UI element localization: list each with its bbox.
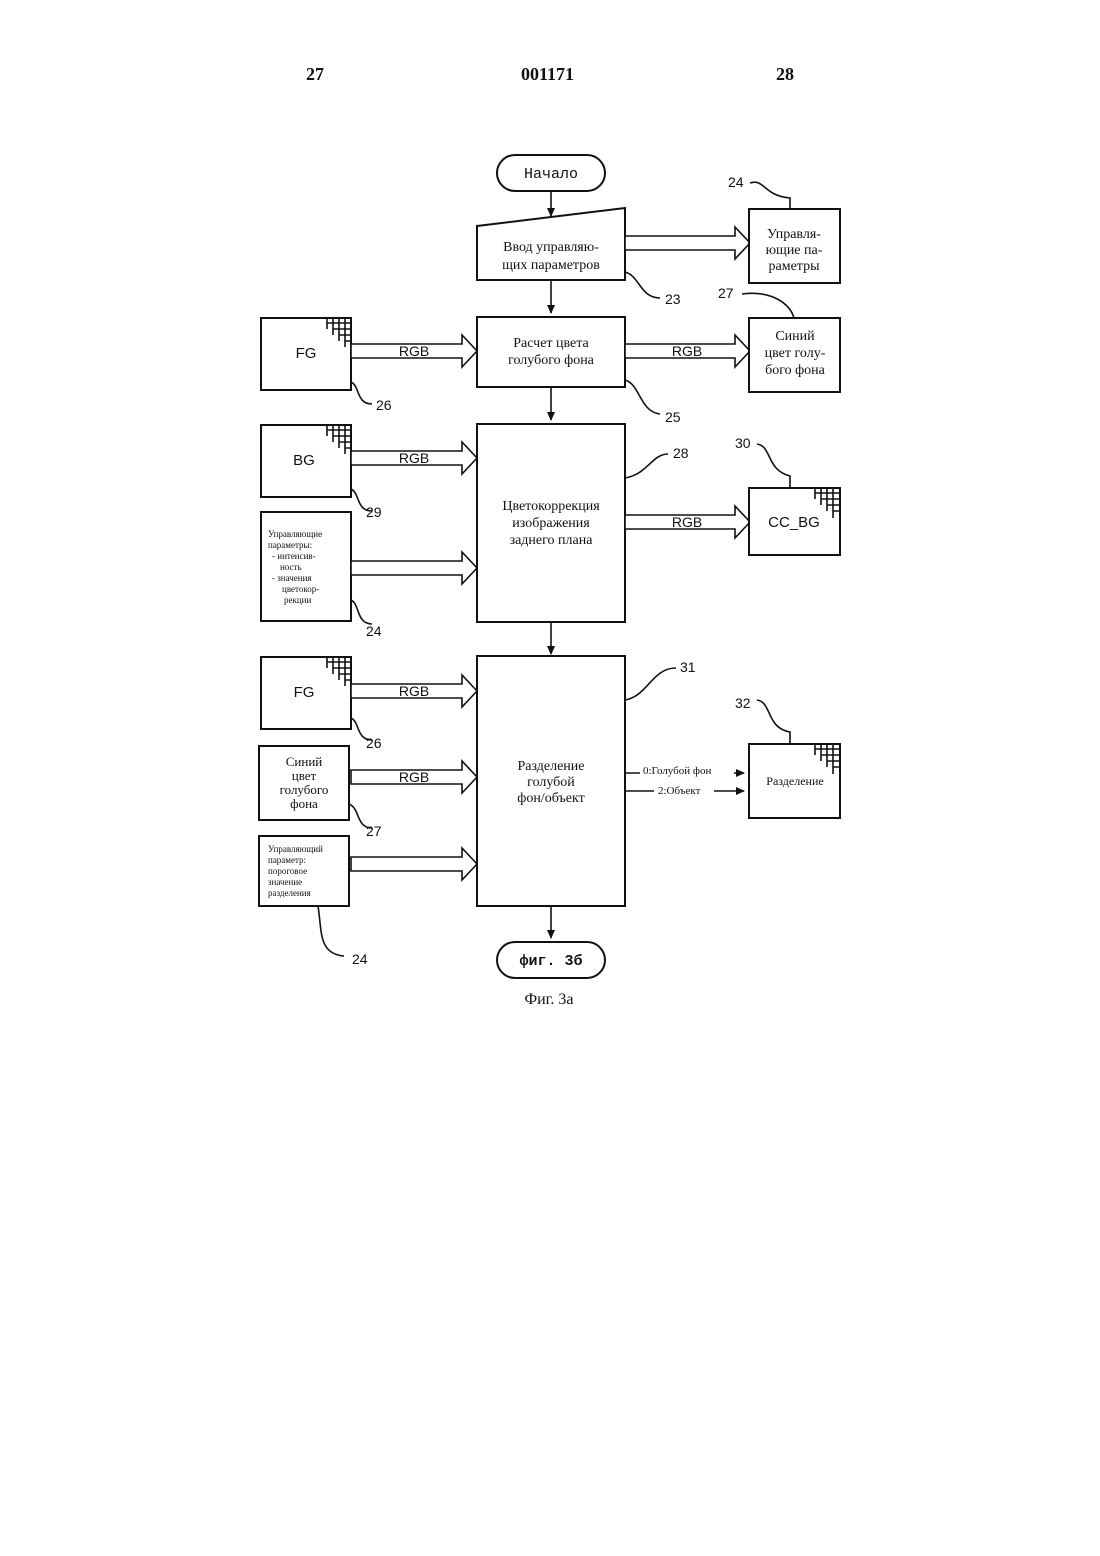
blue-in-line-3: голубого [280, 782, 329, 797]
calc-block-line-1: Расчет цвета [513, 336, 589, 351]
data-flow-arrow [625, 227, 750, 259]
ref-23: 23 [665, 291, 681, 307]
sep-block-line-2: голубой [527, 775, 575, 790]
control-out-line-3: раметры [769, 259, 821, 274]
fg-label-1: FG [296, 345, 317, 362]
ref-24-cc: 24 [366, 623, 382, 639]
bg-image-store: BG [261, 425, 351, 497]
blue-out-line-3: бого фона [765, 363, 826, 378]
cc-bg-label: CC_BG [768, 514, 820, 531]
callout-24 [351, 600, 372, 624]
callout-31 [625, 668, 676, 700]
color-correction-params-store: Управляющие параметры: - интенсив- ность… [261, 512, 351, 621]
data-flow-arrow [351, 848, 477, 880]
end-label: фиг. 3б [519, 953, 582, 970]
cc-params-line-5: - значения [272, 573, 312, 583]
color-correction-block: Цветокоррекция изображения заднего плана [477, 424, 625, 622]
rgb-label: RGB [672, 514, 702, 530]
control-parameters-output: Управля- ющие па- раметры [749, 209, 840, 283]
separation-label: Разделение [766, 774, 823, 788]
cc-block-line-2: изображения [512, 516, 590, 531]
bg-label: BG [293, 452, 315, 469]
start-terminal: Начало [497, 155, 605, 191]
ref-26-b: 26 [366, 735, 382, 751]
start-label: Начало [524, 166, 578, 183]
cc-params-line-4: ность [280, 562, 302, 572]
ref-26-a: 26 [376, 397, 392, 413]
separation-params-store: Управляющий параметр: пороговое значение… [259, 836, 349, 906]
blue-in-line-2: цвет [292, 768, 317, 783]
blue-in-line-4: фона [290, 796, 318, 811]
blue-out-line-1: Синий [775, 329, 815, 344]
cc-params-line-7: рекции [284, 595, 312, 605]
control-out-line-1: Управля- [767, 227, 821, 242]
callout-26 [351, 382, 372, 404]
ref-32: 32 [735, 695, 751, 711]
control-out-line-2: ющие па- [766, 243, 823, 258]
input-block-line-1: Ввод управляю- [503, 240, 599, 255]
rgb-label: RGB [399, 769, 429, 785]
ref-29: 29 [366, 504, 382, 520]
figure-caption: Фиг. 3а [524, 991, 573, 1008]
cc-params-line-2: параметры: [268, 540, 312, 550]
rgb-label: RGB [399, 343, 429, 359]
input-block-line-2: щих параметров [502, 258, 600, 273]
sep-params-line-5: разделения [268, 888, 311, 898]
separation-block: Разделение голубой фон/объект [477, 656, 625, 906]
ref-24-top: 24 [728, 174, 744, 190]
cc-bg-image-store: CC_BG [749, 488, 840, 555]
sep-params-line-2: параметр: [268, 855, 306, 865]
end-terminal: фиг. 3б [497, 942, 605, 978]
blue-in-line-1: Синий [286, 754, 323, 769]
ref-30: 30 [735, 435, 751, 451]
cc-params-line-1: Управляющие [268, 529, 322, 539]
rgb-label: RGB [672, 343, 702, 359]
callout-23 [625, 272, 660, 298]
fg-image-store-1: FG [261, 318, 351, 390]
ref-25: 25 [665, 409, 681, 425]
callout-24-top [750, 182, 790, 209]
fg-label-2: FG [294, 684, 315, 701]
data-flow-arrow [351, 552, 477, 584]
callout-24 [318, 906, 344, 956]
callout-28 [625, 454, 668, 478]
ref-24-sep: 24 [352, 951, 368, 967]
sep-params-line-1: Управляющий [268, 844, 323, 854]
callout-25 [625, 380, 660, 414]
sep-params-line-4: значение [268, 877, 302, 887]
sep-params-line-3: пороговое [268, 866, 307, 876]
rgb-label: RGB [399, 450, 429, 466]
ref-28: 28 [673, 445, 689, 461]
sep-block-line-1: Разделение [517, 759, 584, 774]
blue-color-input: Синий цвет голубого фона [259, 746, 349, 820]
callout-30 [757, 444, 790, 488]
callout-27 [742, 293, 794, 318]
ref-27-bottom: 27 [366, 823, 382, 839]
ref-31: 31 [680, 659, 696, 675]
blue-color-output: Синий цвет голу- бого фона [749, 318, 840, 392]
cc-params-line-6: цветокор- [282, 584, 319, 594]
input-parameters-block: Ввод управляю- щих параметров [477, 208, 625, 280]
fg-image-store-2: FG [261, 657, 351, 729]
blue-background-calc-block: Расчет цвета голубого фона [477, 317, 625, 387]
sep-block-line-3: фон/объект [517, 791, 584, 806]
rgb-label: RGB [399, 683, 429, 699]
cc-block-line-1: Цветокоррекция [502, 499, 600, 514]
cc-block-line-3: заднего плана [510, 533, 594, 548]
separation-output-store: Разделение [749, 744, 840, 818]
blue-out-line-2: цвет голу- [765, 346, 826, 361]
calc-block-line-2: голубого фона [508, 353, 595, 368]
value-object: 2:Объект [658, 785, 701, 797]
ref-27-top: 27 [718, 285, 734, 301]
value-blue-bg: 0:Голубой фон [643, 765, 712, 777]
cc-params-line-3: - интенсив- [272, 551, 316, 561]
callout-32 [757, 700, 790, 744]
